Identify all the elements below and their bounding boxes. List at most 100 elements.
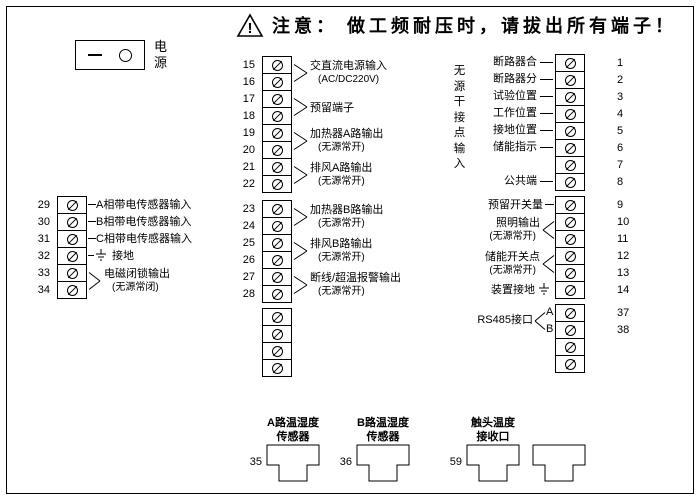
terminal-screw (556, 140, 584, 157)
terminal-strip-mid-3 (235, 308, 292, 377)
terminal-number-column (235, 308, 255, 377)
screw-terminal-icon (564, 358, 576, 370)
label-group-ac-dc-power-input: 交直流电源输入 (AC/DC220V) (310, 59, 387, 87)
terminal-cell-column (262, 308, 292, 377)
label-main: 储能开关点 (485, 251, 540, 263)
terminal-screw (556, 265, 584, 282)
screw-terminal-icon (271, 311, 283, 323)
label-breaker-close: 断路器合 (493, 56, 537, 68)
warning-banner: ! 注意： 做工频耐压时，请拔出所有端子！ (236, 12, 677, 38)
pair-bracket-line (293, 64, 308, 82)
pair-bracket-line (293, 242, 308, 260)
terminal-number: 18 (242, 110, 255, 122)
pair-bracket-line (542, 255, 555, 273)
connector-line (88, 221, 96, 222)
terminal-screw (556, 339, 584, 356)
screw-terminal-icon (271, 161, 283, 173)
label-main: 照明输出 (496, 217, 540, 229)
terminal-screw (556, 305, 584, 322)
terminal-number: 28 (242, 288, 255, 300)
screw-terminal-icon (271, 144, 283, 156)
connector-line (540, 62, 553, 63)
terminal-number: 33 (37, 267, 50, 279)
terminal-number: 26 (242, 254, 255, 266)
label-group-reserved-terminals: 预留端子 (310, 101, 354, 115)
terminal-screw (263, 309, 291, 326)
pair-bracket-line (293, 98, 308, 116)
terminal-screw (263, 176, 291, 192)
terminal-screw (556, 231, 584, 248)
label-work-position: 工作位置 (493, 107, 537, 119)
terminal-cell-column (555, 196, 585, 299)
screw-terminal-icon (564, 176, 576, 188)
connector-label-line2: 传感器 (276, 431, 310, 443)
connector-line (540, 96, 553, 97)
screw-terminal-icon (66, 267, 78, 279)
terminal-screw (556, 157, 584, 174)
power-label: 电源 (153, 39, 167, 70)
terminal-number: 27 (242, 271, 255, 283)
terminal-screw (556, 72, 584, 89)
warning-text: 注意： 做工频耐压时，请拔出所有端子！ (272, 16, 677, 36)
terminal-number: 25 (242, 237, 255, 249)
terminal-number: 5 (617, 125, 624, 137)
label-main: 预留端子 (310, 102, 354, 114)
screw-terminal-icon (66, 284, 78, 296)
connector-line (540, 130, 553, 131)
pair-bracket-line (293, 166, 308, 184)
terminal-number: 12 (617, 250, 630, 262)
terminal-screw (263, 125, 291, 142)
screw-terminal-icon (271, 93, 283, 105)
terminal-screw (263, 74, 291, 91)
terminal-number: 22 (242, 178, 255, 190)
terminal-screw (263, 269, 291, 286)
label-sub: (无源常开) (318, 176, 365, 187)
connector-line (540, 181, 553, 182)
label-rs485-b: B (546, 323, 554, 335)
terminal-screw (58, 248, 86, 265)
screw-terminal-icon (271, 254, 283, 266)
label-group-magnetic-interlock: 电磁闭锁输出 (无源常闭) (104, 267, 170, 295)
terminal-number: 8 (617, 176, 624, 188)
pair-bracket-line (542, 221, 555, 239)
pair-bracket-line (293, 208, 308, 226)
terminal-screw (556, 55, 584, 72)
terminal-number: 38 (617, 324, 630, 336)
label-main: 加热器A路输出 (310, 128, 384, 140)
screw-terminal-icon (564, 159, 576, 171)
terminal-screw (556, 106, 584, 123)
screw-terminal-icon (564, 91, 576, 103)
label-main: 断线/超温报警输出 (310, 272, 402, 284)
label-breaker-open: 断路器分 (493, 73, 537, 85)
label-phase-a-sensor-input: A相带电传感器输入 (96, 199, 192, 211)
terminal-number: 10 (617, 216, 630, 228)
label-reserved-switch: 预留开关量 (488, 199, 543, 211)
terminal-number: 21 (242, 161, 255, 173)
connector-number: 59 (449, 456, 462, 468)
screw-terminal-icon (271, 345, 283, 357)
connector-line (88, 204, 96, 205)
label-common-terminal: 公共端 (504, 175, 537, 187)
label-sub: (无源常开) (318, 218, 365, 229)
connector-label-b-temp-humidity-sensor: B路温湿度 传感器 (340, 416, 426, 444)
terminal-number (235, 360, 255, 377)
connector-number: 35 (249, 456, 262, 468)
pair-bracket-line (293, 132, 308, 150)
screw-terminal-icon (564, 108, 576, 120)
terminal-number: 7 (617, 159, 624, 171)
connector-socket-spare (532, 444, 586, 487)
terminal-cell-column (262, 56, 292, 193)
connector-socket-a-sensor (266, 444, 320, 487)
label-dry-contact-input: 无源干接点输入 (453, 65, 466, 170)
terminal-number: 13 (617, 267, 630, 279)
screw-terminal-icon (564, 324, 576, 336)
label-group-heater-a-output: 加热器A路输出 (无源常开) (310, 127, 383, 155)
screw-terminal-icon (271, 362, 283, 374)
terminal-screw (263, 326, 291, 343)
terminal-number: 30 (37, 216, 50, 228)
screw-terminal-icon (271, 59, 283, 71)
